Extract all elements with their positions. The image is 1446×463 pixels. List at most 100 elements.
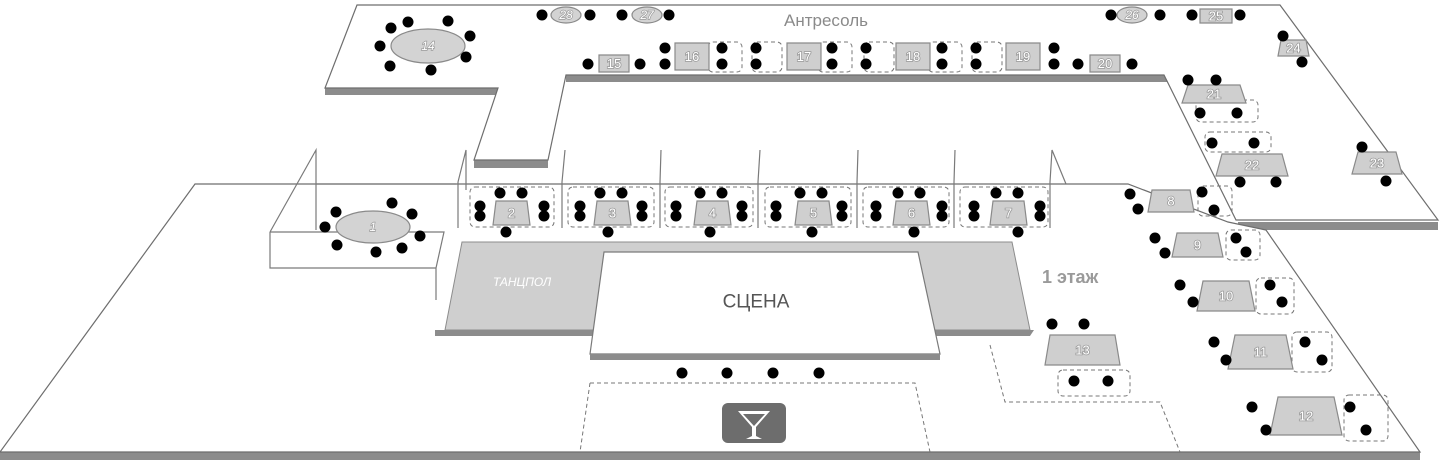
seat[interactable]	[1012, 187, 1024, 199]
seat[interactable]	[1187, 296, 1199, 308]
seat[interactable]	[1208, 204, 1220, 216]
seat[interactable]	[892, 187, 904, 199]
seat[interactable]	[990, 187, 1002, 199]
seat[interactable]	[806, 226, 818, 238]
seat[interactable]	[694, 187, 706, 199]
table-27[interactable]: 27	[631, 6, 663, 24]
seat[interactable]	[750, 58, 762, 70]
seat[interactable]	[870, 210, 882, 222]
seat[interactable]	[1264, 279, 1276, 291]
seat[interactable]	[1012, 226, 1024, 238]
table-16[interactable]: 16	[674, 42, 710, 71]
table-17[interactable]: 17	[786, 42, 822, 71]
seat[interactable]	[968, 200, 980, 212]
seat[interactable]	[1296, 56, 1308, 68]
seat[interactable]	[813, 367, 825, 379]
seat[interactable]	[330, 206, 342, 218]
seat[interactable]	[474, 200, 486, 212]
seat[interactable]	[970, 58, 982, 70]
seat[interactable]	[770, 200, 782, 212]
seat[interactable]	[616, 9, 628, 21]
seat[interactable]	[1208, 336, 1220, 348]
table-12[interactable]: 12	[1269, 396, 1343, 436]
seat[interactable]	[704, 226, 716, 238]
seat[interactable]	[1234, 9, 1246, 21]
seat[interactable]	[1240, 246, 1252, 258]
seat[interactable]	[1182, 74, 1194, 86]
seat[interactable]	[636, 210, 648, 222]
seat[interactable]	[634, 58, 646, 70]
seat[interactable]	[1126, 58, 1138, 70]
seat[interactable]	[1048, 58, 1060, 70]
seat[interactable]	[538, 200, 550, 212]
seat[interactable]	[936, 42, 948, 54]
seat[interactable]	[331, 239, 343, 251]
seat[interactable]	[767, 367, 779, 379]
seat[interactable]	[1186, 9, 1198, 21]
table-11[interactable]: 11	[1227, 334, 1294, 370]
seat[interactable]	[1124, 188, 1136, 200]
seat[interactable]	[406, 208, 418, 220]
seat[interactable]	[616, 187, 628, 199]
seat[interactable]	[1260, 424, 1272, 436]
seat[interactable]	[425, 64, 437, 76]
seat[interactable]	[870, 200, 882, 212]
seat[interactable]	[374, 40, 386, 52]
seat[interactable]	[602, 226, 614, 238]
seat[interactable]	[936, 210, 948, 222]
seat[interactable]	[970, 42, 982, 54]
seat[interactable]	[1196, 186, 1208, 198]
seat[interactable]	[716, 187, 728, 199]
seat[interactable]	[716, 42, 728, 54]
table-4[interactable]: 4	[693, 200, 732, 226]
seat[interactable]	[1356, 141, 1368, 153]
seat[interactable]	[914, 187, 926, 199]
seat[interactable]	[500, 226, 512, 238]
seat[interactable]	[1072, 58, 1084, 70]
seat[interactable]	[936, 58, 948, 70]
seat[interactable]	[1078, 318, 1090, 330]
seat[interactable]	[676, 367, 688, 379]
seat[interactable]	[736, 210, 748, 222]
seat[interactable]	[836, 210, 848, 222]
seat[interactable]	[386, 197, 398, 209]
seat[interactable]	[659, 58, 671, 70]
seat[interactable]	[1068, 375, 1080, 387]
seat[interactable]	[836, 200, 848, 212]
seat[interactable]	[1034, 200, 1046, 212]
seat[interactable]	[670, 210, 682, 222]
seat[interactable]	[636, 200, 648, 212]
seat[interactable]	[582, 58, 594, 70]
table-14[interactable]: 14	[390, 28, 466, 64]
seat[interactable]	[494, 187, 506, 199]
seat[interactable]	[794, 187, 806, 199]
table-7[interactable]: 7	[989, 200, 1028, 226]
table-23[interactable]: 23	[1351, 151, 1403, 175]
seat[interactable]	[1277, 30, 1289, 42]
seat[interactable]	[1248, 137, 1260, 149]
seat[interactable]	[319, 221, 331, 233]
seat[interactable]	[1174, 279, 1186, 291]
seat[interactable]	[860, 58, 872, 70]
seat[interactable]	[968, 210, 980, 222]
seat[interactable]	[816, 187, 828, 199]
seat[interactable]	[1154, 9, 1166, 21]
table-18[interactable]: 18	[895, 42, 931, 71]
seat[interactable]	[1234, 176, 1246, 188]
table-3[interactable]: 3	[593, 200, 632, 226]
seat[interactable]	[1220, 354, 1232, 366]
seat[interactable]	[1246, 401, 1258, 413]
seat[interactable]	[385, 22, 397, 34]
table-26[interactable]: 26	[1116, 6, 1148, 24]
seat[interactable]	[474, 210, 486, 222]
seat[interactable]	[1360, 424, 1372, 436]
seat[interactable]	[1105, 9, 1117, 21]
table-25[interactable]: 25	[1199, 8, 1233, 24]
seat[interactable]	[670, 200, 682, 212]
seat[interactable]	[908, 226, 920, 238]
seat[interactable]	[1231, 107, 1243, 119]
table-5[interactable]: 5	[794, 200, 833, 226]
table-1[interactable]: 1	[335, 210, 411, 244]
seat[interactable]	[464, 30, 476, 42]
table-21[interactable]: 21	[1181, 84, 1247, 104]
